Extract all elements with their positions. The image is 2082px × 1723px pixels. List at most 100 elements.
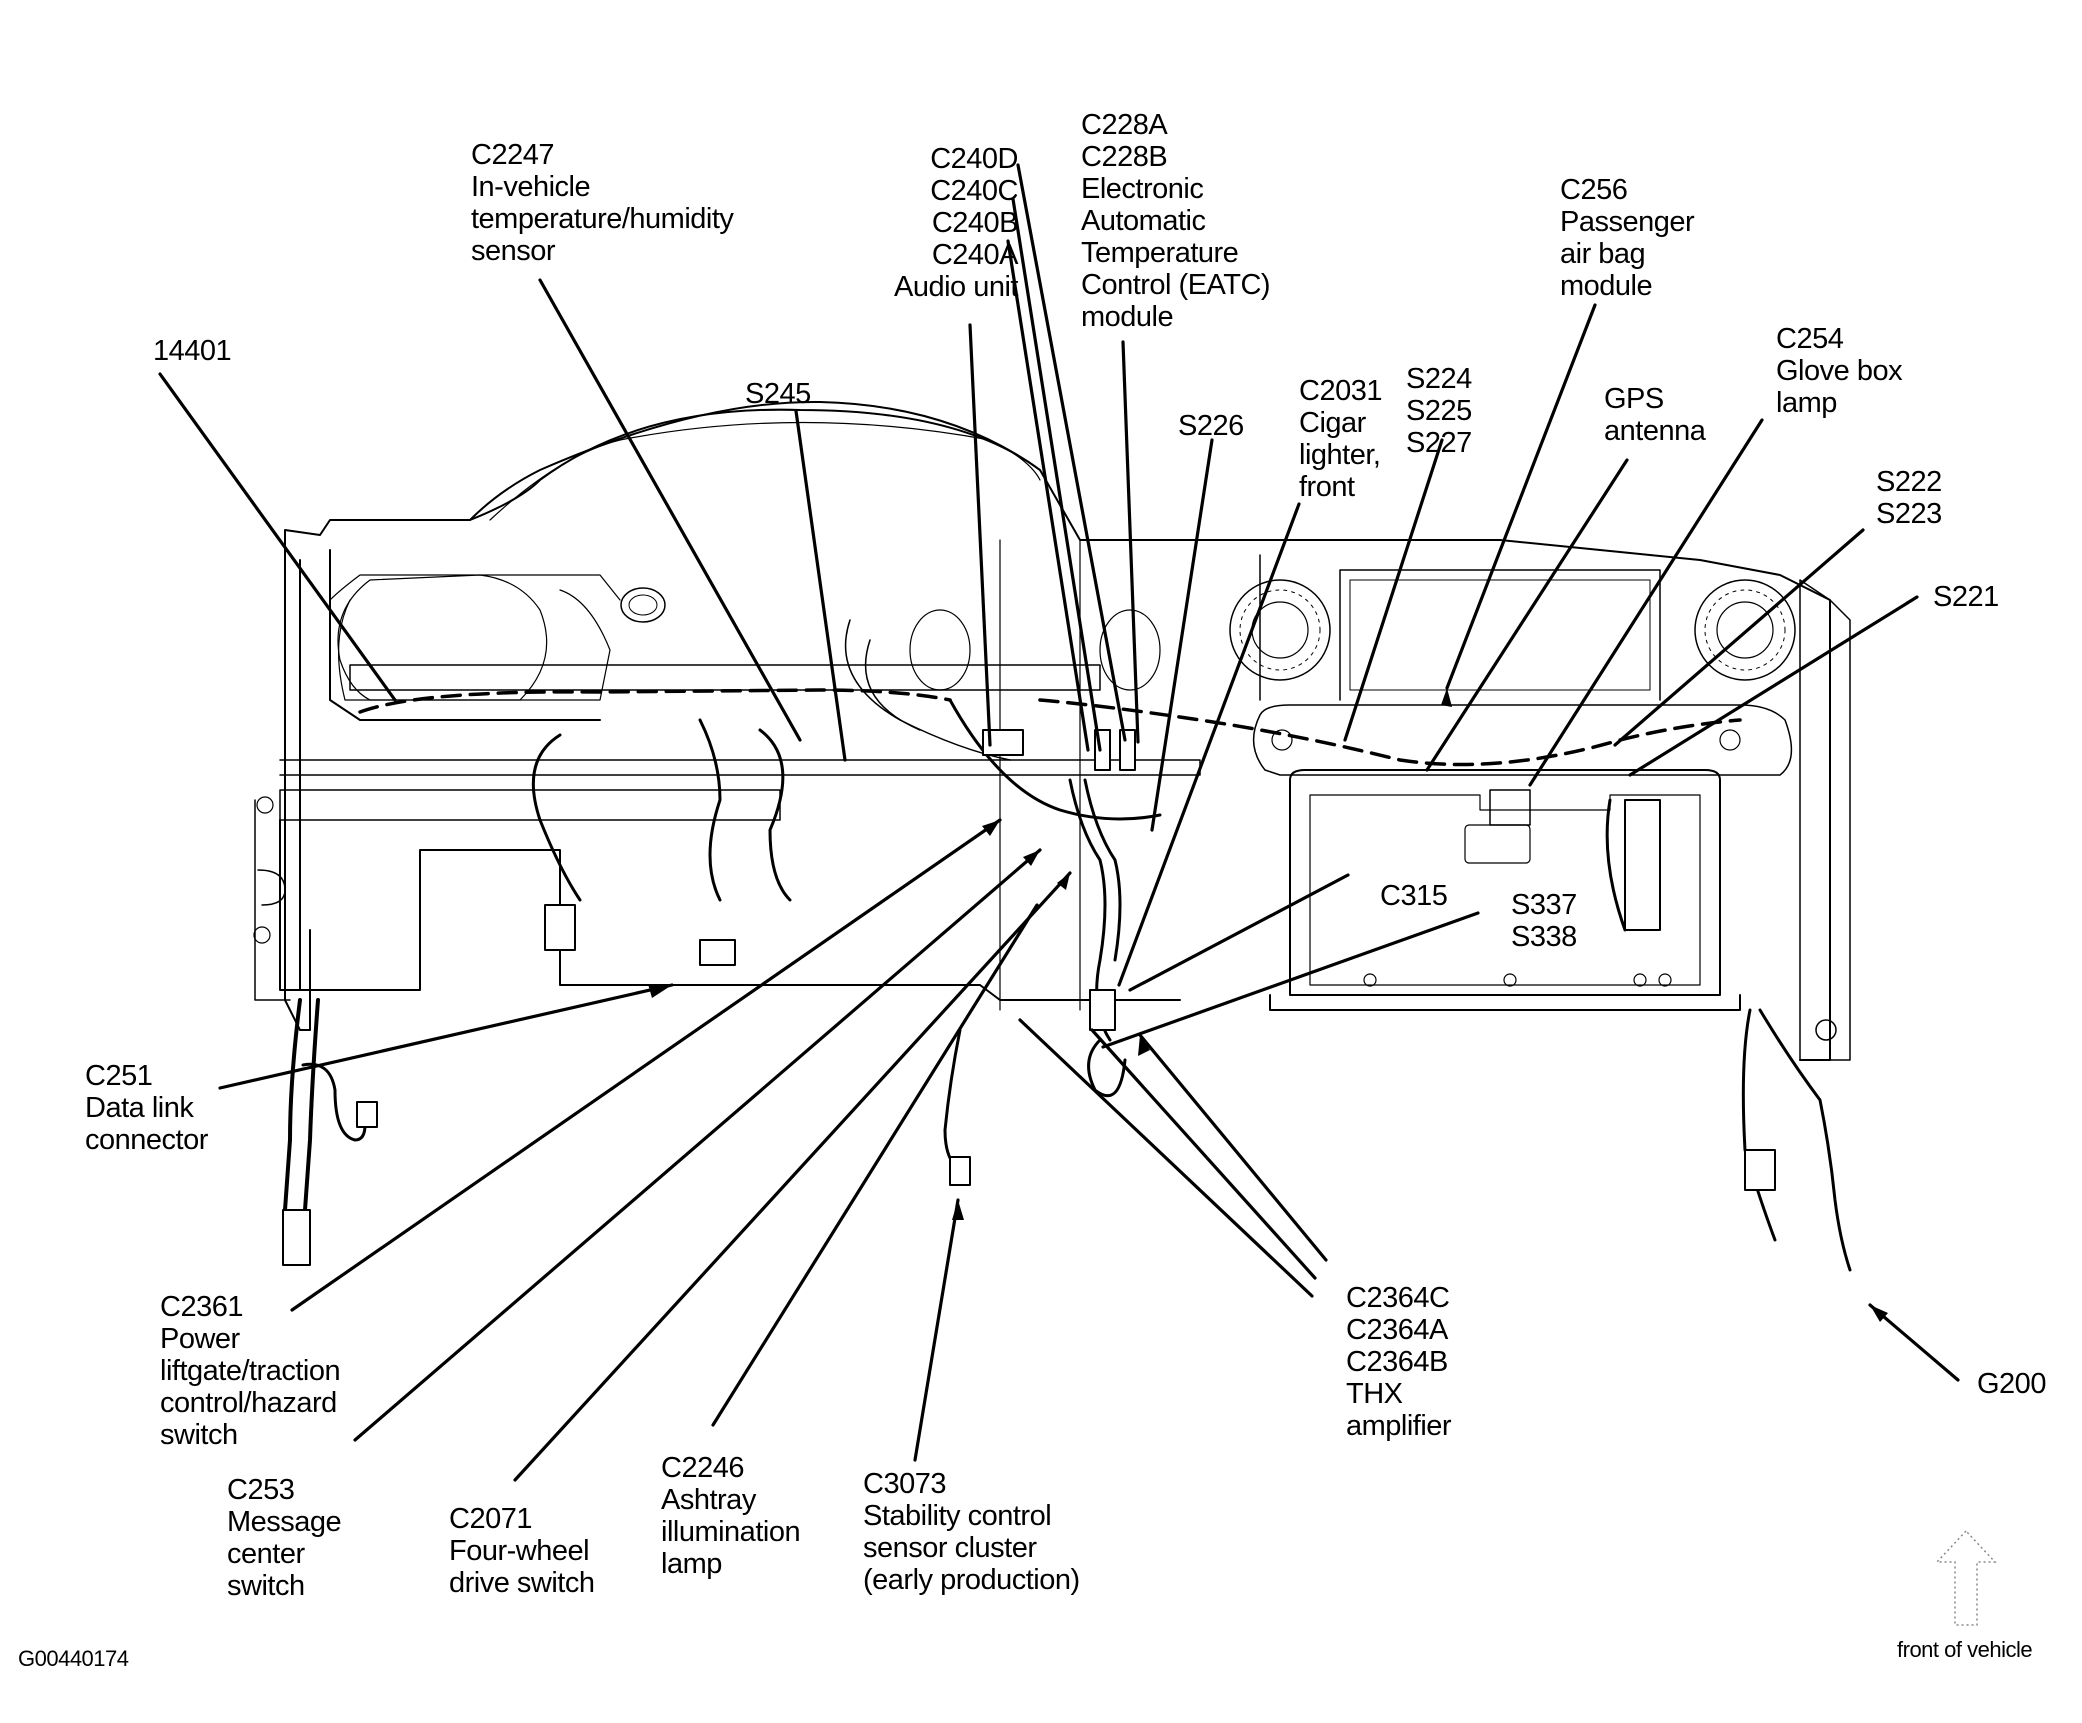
callout-description-line: C240C <box>930 175 1018 207</box>
callout-c315: C315 <box>1380 880 1448 912</box>
callout-description-line: lighter, <box>1299 439 1381 471</box>
callout-description-line: Ashtray <box>661 1484 756 1516</box>
callout-description-line: Control (EATC) <box>1081 269 1271 301</box>
callout-code: C251 <box>85 1060 153 1092</box>
callout-description-line: Cigar <box>1299 407 1366 439</box>
hvac-control-connector <box>544 904 576 951</box>
callout-description-line: drive switch <box>449 1567 595 1599</box>
figure-id: G00440174 <box>18 1646 129 1671</box>
callout-description-line: center <box>227 1538 305 1570</box>
leader-lines <box>158 163 1960 1482</box>
callout-description-line: C240B <box>931 207 1019 239</box>
callout-description-line: module <box>1081 301 1174 333</box>
leader-c251 <box>218 983 674 1090</box>
callout-description-line: C2364A <box>1346 1314 1448 1346</box>
callout-14401: 14401 <box>153 335 232 367</box>
callout-description-line: temperature/humidity <box>471 203 734 235</box>
leader-s337 <box>1101 911 1480 1049</box>
callout-description-line: front <box>1299 471 1355 503</box>
leader-c2361 <box>290 818 1002 1312</box>
callout-description-line: In-vehicle <box>471 171 591 203</box>
callout-description-line: sensor cluster <box>863 1532 1037 1564</box>
callout-description-line: Message <box>227 1506 342 1538</box>
callout-description-line: lamp <box>661 1548 722 1580</box>
callout-description-line: Data link <box>85 1092 194 1124</box>
arrowheads <box>648 688 1888 1322</box>
callout-code: S224 <box>1406 363 1472 395</box>
callout-s245: S245 <box>745 378 811 410</box>
callout-description-line: THX <box>1346 1378 1403 1410</box>
callout-code: C2031 <box>1299 375 1382 407</box>
callout-code: S226 <box>1178 410 1244 442</box>
callout-description-line: control/hazard <box>160 1387 337 1419</box>
stability-sensor-connector <box>949 1156 971 1186</box>
callout-description-line: Passenger <box>1560 206 1695 238</box>
leader-c254 <box>1528 418 1764 787</box>
c251-side-connector <box>356 1101 378 1128</box>
callout-description-line: Power <box>160 1323 240 1355</box>
callout-s221: S221 <box>1933 581 1999 613</box>
callout-description-line: air bag <box>1560 238 1646 270</box>
c240-connector-stack-b <box>1119 729 1136 771</box>
front-of-vehicle-label: front of vehicle <box>1897 1637 2033 1662</box>
callout-code: S222 <box>1876 466 1942 498</box>
callout-description-line: S225 <box>1406 395 1472 427</box>
callout-description-line: Glove box <box>1776 355 1903 387</box>
leader-g200 <box>1868 1303 1960 1382</box>
leader-14401 <box>158 372 397 702</box>
callout-code: C228A <box>1081 109 1168 141</box>
leader-c2364b <box>1018 1018 1314 1298</box>
leader-c253 <box>353 848 1042 1442</box>
leader-s245 <box>794 409 847 762</box>
callout-description-line: Temperature <box>1081 237 1239 269</box>
callout-code: S221 <box>1933 581 1999 613</box>
callout-code: GPS <box>1604 383 1664 415</box>
callout-code: C2361 <box>160 1291 243 1323</box>
leader-c2071 <box>513 871 1072 1482</box>
callout-code: C3073 <box>863 1468 946 1500</box>
leader-c228 <box>1121 340 1140 744</box>
callout-code: C256 <box>1560 174 1628 206</box>
leader-c2364a <box>1090 1028 1317 1280</box>
leader-s222 <box>1613 528 1865 747</box>
leader-c240d <box>1016 163 1127 742</box>
c2246-connector-body <box>699 939 736 966</box>
callout-g200: G200 <box>1977 1368 2046 1400</box>
data-link-connector-body <box>282 1209 311 1266</box>
leader-s221 <box>1628 595 1919 777</box>
callout-code: C2364C <box>1346 1282 1450 1314</box>
callout-code: C240D <box>930 143 1018 175</box>
leader-c2364c <box>1138 1033 1328 1262</box>
callout-description-line: switch <box>160 1419 238 1451</box>
callout-description-line: Electronic <box>1081 173 1204 205</box>
callout-description-line: module <box>1560 270 1653 302</box>
callout-description-line: (early production) <box>863 1564 1080 1596</box>
callout-description-line: connector <box>85 1124 208 1156</box>
leader-c256 <box>1445 303 1597 690</box>
leader-c315 <box>1128 873 1350 992</box>
callout-description-line: switch <box>227 1570 305 1602</box>
callout-description-line: illumination <box>661 1516 801 1548</box>
leader-c240c <box>1011 197 1102 752</box>
callout-s226: S226 <box>1178 410 1244 442</box>
right-kick-connector <box>1744 1149 1776 1191</box>
leader-audio-unit <box>968 323 992 747</box>
callout-code: C2246 <box>661 1452 744 1484</box>
callout-description-line: sensor <box>471 235 556 267</box>
callout-description-line: Audio unit <box>894 271 1019 303</box>
callout-description-line: S223 <box>1876 498 1942 530</box>
callout-description-line: liftgate/traction <box>160 1355 341 1387</box>
callout-description-line: S338 <box>1511 921 1577 953</box>
callout-code: 14401 <box>153 335 232 367</box>
